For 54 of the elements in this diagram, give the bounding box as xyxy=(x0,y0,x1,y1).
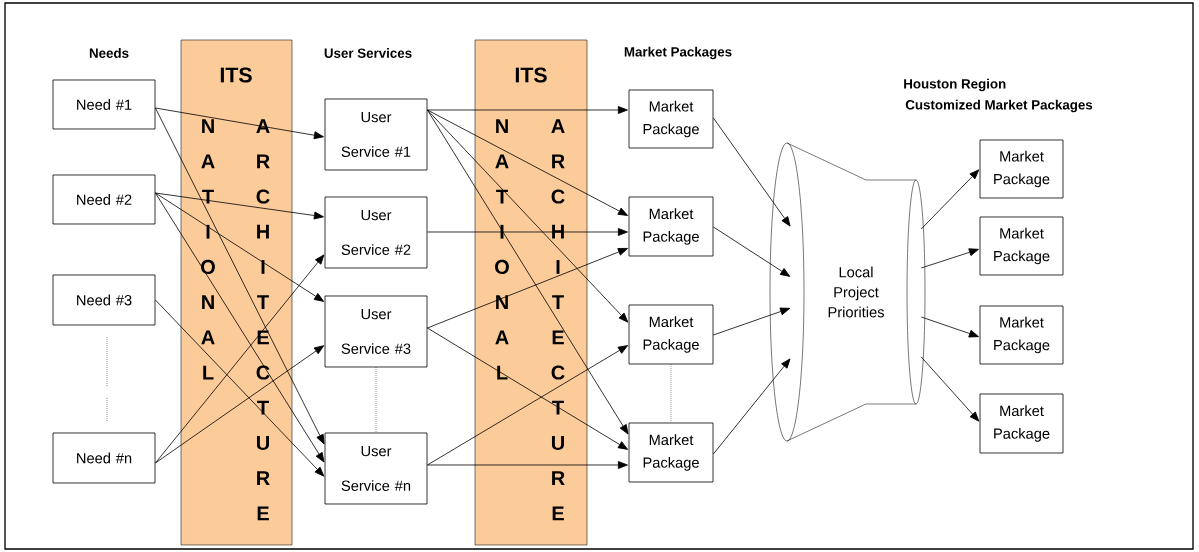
market-package-box: Market Package xyxy=(979,216,1064,276)
arrow xyxy=(713,358,791,455)
column-heading: User Services xyxy=(324,48,412,58)
arrow xyxy=(155,192,325,463)
label: ITS xyxy=(220,67,252,83)
user-service-box: User Service #1 xyxy=(324,98,428,171)
arrow xyxy=(427,109,628,216)
arrow xyxy=(155,254,325,464)
arrow xyxy=(713,117,791,227)
arrow xyxy=(155,107,324,140)
market-package-box: Market Package xyxy=(628,196,714,257)
arrow xyxy=(427,345,629,466)
node-label: Local Project Priorities xyxy=(828,266,884,318)
funnel-drawing: Local Project Priorities xyxy=(769,142,926,442)
label: ARCHITECTURE xyxy=(551,119,565,521)
arrow xyxy=(920,169,980,230)
market-package-box: Market Package xyxy=(979,393,1064,454)
arrow xyxy=(920,316,979,338)
user-service-box: User Service #2 xyxy=(324,196,428,269)
arrow xyxy=(713,226,791,277)
arrow xyxy=(427,228,628,236)
need-box: Need #1 xyxy=(52,79,156,130)
market-package-box: Market Package xyxy=(628,422,714,483)
market-package-box: Market Package xyxy=(979,139,1064,199)
column-heading: Market Packages xyxy=(624,46,732,60)
need-box: Need #3 xyxy=(52,274,156,326)
arrow xyxy=(427,106,628,114)
arrow xyxy=(155,192,325,302)
column-heading: Needs xyxy=(89,48,129,58)
arrow xyxy=(920,356,980,422)
need-box: Need #2 xyxy=(52,174,156,225)
arrow xyxy=(155,299,325,477)
label: NATIONAL xyxy=(201,119,215,380)
arrow xyxy=(427,461,628,469)
need-box: Need #n xyxy=(52,432,156,484)
arrow xyxy=(920,248,979,269)
arrow xyxy=(427,327,629,450)
arrow xyxy=(427,109,629,435)
arrow xyxy=(155,345,325,464)
arrow xyxy=(427,248,628,329)
user-service-box: User Service #3 xyxy=(324,295,428,368)
column-heading: Customized Market Packages xyxy=(905,99,1093,113)
market-package-box: Market Package xyxy=(628,304,714,365)
arrow xyxy=(427,109,629,323)
user-service-box: User Service #n xyxy=(324,432,428,505)
label: ITS xyxy=(515,67,547,83)
arrow xyxy=(155,192,324,220)
connector-line xyxy=(670,364,672,423)
market-package-box: Market Package xyxy=(628,89,714,149)
arrow xyxy=(155,107,325,445)
connector-line xyxy=(375,367,377,433)
column-heading: Houston Region xyxy=(904,78,1006,92)
market-package-box: Market Package xyxy=(979,305,1064,365)
arrow xyxy=(713,307,791,336)
